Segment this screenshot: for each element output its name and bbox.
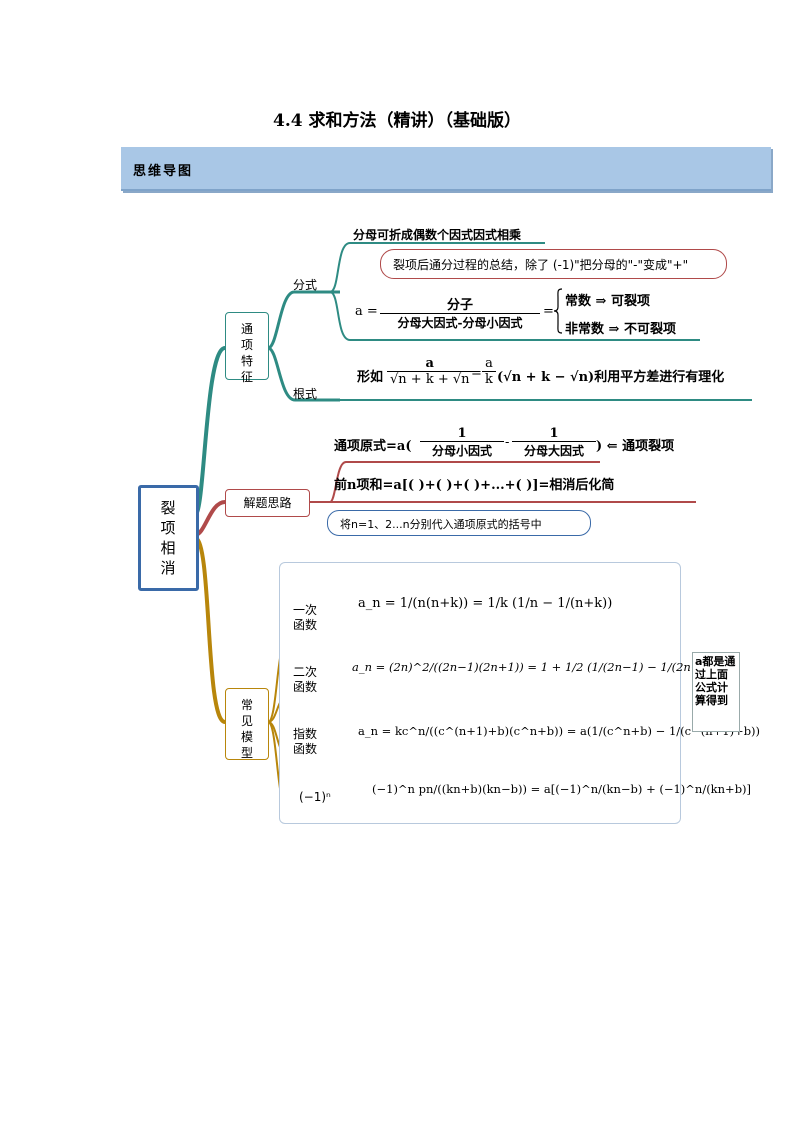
model-4-formula: (−1)^n pn/((kn+b)(kn−b)) = a[(−1)^n/(kn−… [372,782,752,796]
fenshi-case2: 非常数 ⇒ 不可裂项 [565,322,676,337]
banner-label: 思维导图 [133,164,194,179]
jieti-frac2-num: 1 [512,426,596,442]
genshi-num: a [387,356,473,372]
genshi-coef-num: a [482,356,496,372]
root-label: 裂项相消 [160,499,176,577]
genshi-eq: = [471,366,482,381]
page-title: 4.4 求和方法（精讲）（基础版） [273,111,521,131]
node-jieti: 解题思路 [225,489,310,517]
node-changjian-label: 常见模型 [240,698,253,760]
model-2-label: 二次函数 [293,665,317,695]
model-2-formula: a_n = (2n)^2/((2n−1)(2n+1)) = 1 + 1/2 (1… [352,660,717,674]
fenshi-line1: 分母可折成偶数个因式因式相乘 [353,228,522,242]
fenshi-numerator: 分子 [380,294,540,314]
jieti-frac1: 1 分母小因式 [420,426,504,459]
fenshi-callout-text: 裂项后通分过程的总结，除了 (-1)"把分母的"-"变成"+" [393,258,689,272]
model-3-formula: a_n = kc^n/((c^(n+1)+b)(c^n+b)) = a(1/(c… [358,724,761,738]
jieti-frac2-den: 分母大因式 [523,444,584,458]
genshi-fraction: a√n + k + √n [387,356,473,387]
fenshi-callout: 裂项后通分过程的总结，除了 (-1)"把分母的"-"变成"+" [380,249,727,279]
jieti-line1-prefix: 通项原式=a( [334,439,412,454]
node-changjian: 常见模型 [225,688,269,760]
fenshi-eq: = [543,304,554,319]
jieti-line2: 前n项和=a[( )+( )+( )+...+( )]=相消后化简 [334,478,615,493]
fenshi-fraction: 分子分母大因式-分母小因式 [380,294,540,331]
jieti-frac1-den: 分母小因式 [431,444,492,458]
fenshi-denominator: 分母大因式-分母小因式 [397,316,523,330]
model-1-label2: 函数 [293,618,318,632]
node-jieti-label: 解题思路 [243,496,292,510]
jieti-frac2: 1 分母大因式 [512,426,596,459]
jieti-line1-suffix: ) ⇐ 通项裂项 [596,439,675,454]
model-3-label: 指数函数 [293,727,317,757]
model-3-label1: 指数 [293,727,318,741]
label-genshi: 根式 [293,387,318,401]
model-1-formula: a_n = 1/(n(n+k)) = 1/k (1/n − 1/(n+k)) [358,596,613,611]
genshi-prefix: 形如 [357,370,384,385]
model-4-label: (−1)ⁿ [299,790,331,804]
model-2-label1: 二次 [293,665,318,679]
label-fenshi: 分式 [293,278,318,292]
root-node: 裂项相消 [138,485,199,591]
genshi-tail: (√n + k − √n)利用平方差进行有理化 [497,370,725,385]
jieti-callout-text: 将n=1、2...n分别代入通项原式的括号中 [340,518,542,531]
node-tongxiang-label: 通项特征 [240,322,253,384]
model-1-label1: 一次 [293,603,318,617]
models-note: a都是通过上面公式计算得到 [692,652,740,732]
fenshi-case1: 常数 ⇒ 可裂项 [565,294,650,309]
model-1-label: 一次函数 [293,603,317,633]
jieti-callout: 将n=1、2...n分别代入通项原式的括号中 [327,510,591,536]
models-panel [279,562,681,824]
section-banner: 思维导图 [121,147,771,191]
jieti-frac1-num: 1 [420,426,504,442]
genshi-den: √n + k + √n [390,372,470,387]
fenshi-lhs: a = [355,304,378,319]
genshi-coef-den: k [485,372,493,387]
brace-icon [553,288,563,334]
model-3-label2: 函数 [293,742,318,756]
model-2-label2: 函数 [293,680,318,694]
node-tongxiang: 通项特征 [225,312,269,384]
jieti-minus: - [505,435,510,450]
